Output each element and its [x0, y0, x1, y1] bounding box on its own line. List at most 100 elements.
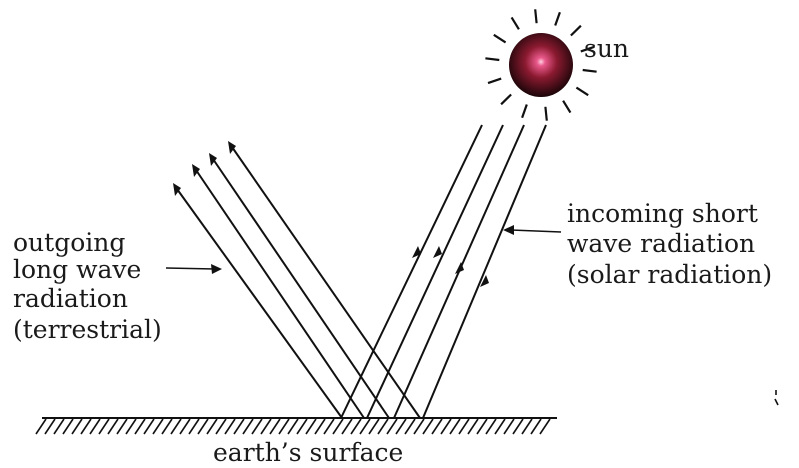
arrowhead-outgoing-4 — [228, 141, 236, 154]
sun-ray — [510, 16, 520, 30]
hatch-mark — [179, 418, 191, 435]
sun-ray — [580, 45, 595, 53]
incoming-ray-1 — [340, 124, 483, 419]
hatch-mark — [71, 418, 83, 435]
hatch-mark — [287, 418, 299, 435]
hatch-mark — [62, 418, 74, 435]
arrowhead-incoming-1 — [412, 246, 421, 258]
sun-ray — [582, 68, 597, 73]
hatch-mark — [413, 418, 425, 435]
outgoing-label-line-3: radiation — [13, 284, 128, 313]
hatch-mark — [296, 418, 308, 435]
sun-ray — [493, 33, 507, 44]
hatch-mark — [530, 418, 542, 435]
hatch-mark — [314, 418, 326, 435]
hatch-mark — [377, 418, 389, 435]
sun-ray — [500, 93, 512, 106]
hatch-mark — [107, 418, 119, 435]
hatch-mark — [197, 418, 209, 435]
hatch-mark — [449, 418, 461, 435]
incoming-label-line-2: wave radiation — [567, 229, 755, 258]
incoming-label-line-3: (solar radiation) — [567, 260, 772, 289]
arrowhead-outgoing-3 — [209, 153, 217, 166]
incoming-label: incoming short wave radiation (solar rad… — [567, 199, 772, 289]
outgoing-ray-2 — [195, 169, 365, 419]
sun-label: sun — [584, 34, 629, 63]
hatch-mark — [116, 418, 128, 435]
hatch-mark — [323, 418, 335, 435]
surface-hatching — [35, 418, 551, 435]
hatch-mark — [467, 418, 479, 435]
hatch-mark — [440, 418, 452, 435]
arrowhead-outgoing-1 — [173, 183, 181, 196]
hatch-mark — [233, 418, 245, 435]
sun-ray — [575, 86, 589, 97]
hatch-mark — [269, 418, 281, 435]
hatch-mark — [476, 418, 488, 435]
hatch-mark — [161, 418, 173, 435]
arrowhead-outgoing-2 — [192, 164, 200, 177]
hatch-mark — [350, 418, 362, 435]
sun-ray — [544, 106, 548, 121]
sun-ray — [554, 11, 561, 26]
surface-label: earth’s surface — [213, 438, 403, 467]
outgoing-rays — [173, 141, 421, 419]
hatch-mark — [242, 418, 254, 435]
outgoing-ray-4 — [231, 146, 421, 419]
sun-ray — [521, 104, 528, 119]
sun-ray — [487, 77, 502, 85]
arrowhead-incoming-4 — [480, 275, 489, 287]
hatch-mark — [512, 418, 524, 435]
incoming-pointer-arrow — [503, 225, 562, 235]
outgoing-ray-3 — [212, 158, 390, 419]
hatch-mark — [260, 418, 272, 435]
earth-surface — [35, 417, 557, 435]
hatch-mark — [206, 418, 218, 435]
hatch-mark — [359, 418, 371, 435]
hatch-mark — [305, 418, 317, 435]
hatch-mark — [431, 418, 443, 435]
hatch-mark — [143, 418, 155, 435]
hatch-mark — [251, 418, 263, 435]
hatch-mark — [458, 418, 470, 435]
hatch-mark — [278, 418, 290, 435]
outgoing-label: outgoing long wave radiation (terrestria… — [13, 228, 162, 344]
incoming-ray-4 — [422, 124, 547, 419]
hatch-mark — [539, 418, 551, 435]
sun-icon — [485, 9, 597, 121]
hatch-mark — [80, 418, 92, 435]
hatch-mark — [152, 418, 164, 435]
sun-ray — [562, 100, 572, 114]
hatch-mark — [332, 418, 344, 435]
arrowhead-incoming-3 — [455, 262, 464, 274]
incoming-ray-2 — [366, 124, 504, 419]
incoming-label-line-1: incoming short — [567, 199, 758, 228]
hatch-mark — [44, 418, 56, 435]
hatch-mark — [53, 418, 65, 435]
hatch-mark — [125, 418, 137, 435]
hatch-mark — [368, 418, 380, 435]
outgoing-ray-1 — [176, 188, 343, 419]
hatch-mark — [89, 418, 101, 435]
hatch-mark — [503, 418, 515, 435]
hatch-mark — [395, 418, 407, 435]
hatch-mark — [521, 418, 533, 435]
hatch-mark — [341, 418, 353, 435]
arrowhead-incoming-2 — [433, 246, 442, 258]
outgoing-label-line-4: (terrestrial) — [13, 315, 162, 344]
hatch-mark — [224, 418, 236, 435]
hatch-mark — [35, 418, 47, 435]
hatch-mark — [170, 418, 182, 435]
outgoing-label-line-1: outgoing — [13, 228, 125, 257]
incoming-rays — [340, 124, 547, 419]
hatch-mark — [494, 418, 506, 435]
hatch-mark — [215, 418, 227, 435]
hatch-mark — [386, 418, 398, 435]
hatch-mark — [134, 418, 146, 435]
sun-ray — [570, 24, 582, 37]
outgoing-pointer-arrow — [165, 264, 222, 274]
hatch-mark — [188, 418, 200, 435]
hatch-mark — [98, 418, 110, 435]
sun-ray — [485, 57, 500, 62]
